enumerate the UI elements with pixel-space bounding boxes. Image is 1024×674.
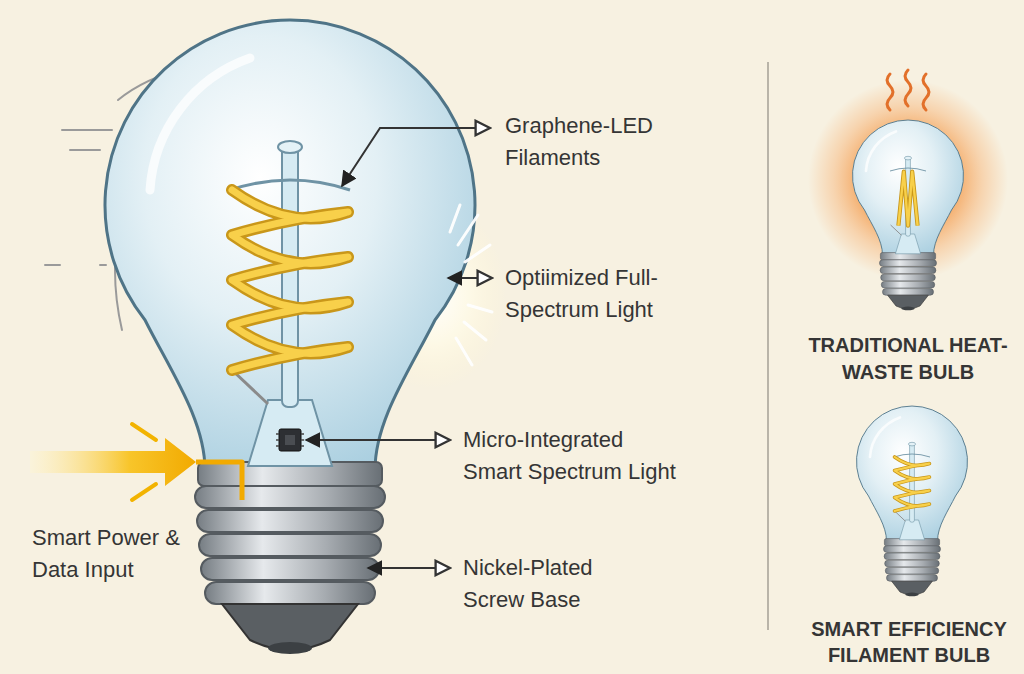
ray xyxy=(456,338,472,365)
leader-line xyxy=(448,277,492,279)
leader-line xyxy=(306,439,450,441)
heat-wave xyxy=(905,70,911,106)
ray xyxy=(450,205,460,232)
part-label-box: Nickel-Plated Screw Base xyxy=(463,552,633,616)
bulb-type-label: SMART EFFICIENCY FILAMENT BULB xyxy=(799,616,1019,668)
heat-waves xyxy=(887,70,929,110)
leader-line xyxy=(368,567,450,569)
bulb-type-label: TRADITIONAL HEAT-WASTE BULB xyxy=(798,332,1018,386)
bulb-type-label-box: SMART EFFICIENCY FILAMENT BULB xyxy=(799,616,1019,668)
leader-lines xyxy=(306,128,492,568)
ray xyxy=(468,305,492,312)
bulb-type-label-box: TRADITIONAL HEAT-WASTE BULB xyxy=(798,332,1018,386)
decor-line xyxy=(100,264,106,266)
smart-efficiency-bulb xyxy=(857,406,968,596)
part-label: Optiimized Full-Spectrum Light xyxy=(505,262,720,326)
traditional-bulb xyxy=(853,120,964,310)
part-label-box: Optiimized Full-Spectrum Light xyxy=(505,262,720,326)
ray xyxy=(458,215,478,245)
decor-line xyxy=(70,149,100,151)
part-label: Nickel-Plated Screw Base xyxy=(463,552,633,616)
divider xyxy=(767,62,769,630)
power-arrow xyxy=(30,424,242,500)
ray xyxy=(465,245,490,262)
heat-wave xyxy=(887,74,893,110)
part-label: Smart Power & Data Input xyxy=(32,522,212,586)
leader-line xyxy=(342,128,490,186)
ray xyxy=(464,322,486,340)
heat-glow xyxy=(808,80,1008,280)
part-label: Graphene-LED Filaments xyxy=(505,110,705,174)
part-label: Micro-Integrated Smart Spectrum Light xyxy=(463,424,683,488)
spiral-filament xyxy=(232,190,348,370)
decor-line xyxy=(62,129,112,131)
heat-wave xyxy=(923,74,929,110)
part-label-box: Graphene-LED Filaments xyxy=(505,110,705,174)
smart-chip xyxy=(276,429,304,451)
decor-line xyxy=(45,264,60,266)
main-bulb xyxy=(105,20,475,654)
light-rays xyxy=(450,205,492,365)
part-label-box: Smart Power & Data Input xyxy=(32,522,212,586)
part-label-box: Micro-Integrated Smart Spectrum Light xyxy=(463,424,683,488)
glass-stem xyxy=(230,141,350,466)
